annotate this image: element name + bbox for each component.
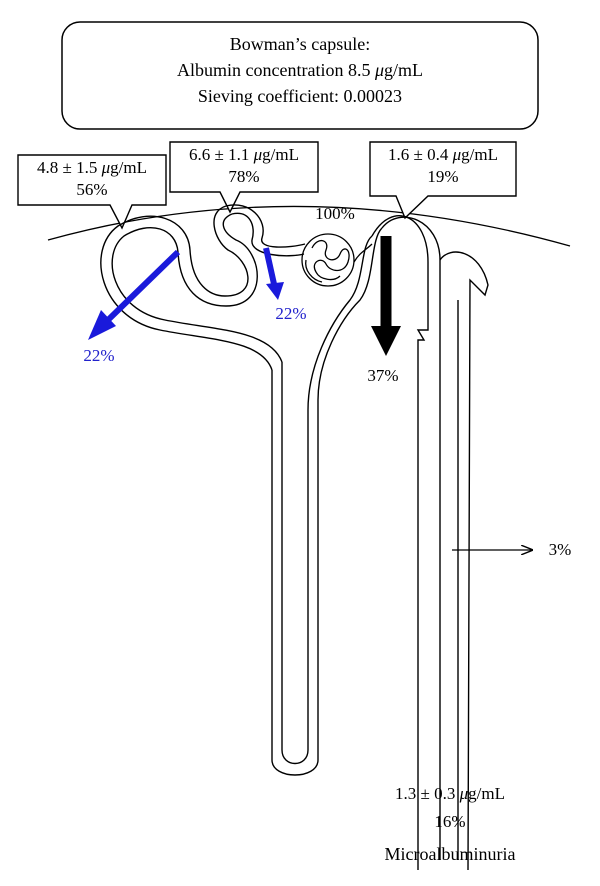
collecting-duct (371, 215, 489, 871)
glomerulus-percent: 100% (315, 204, 355, 223)
black-arrow-head (371, 326, 401, 356)
callout-1-value: 4.8 ± 1.5 μg/mL (18, 158, 166, 178)
blue-arrow-right-shaft (263, 247, 277, 285)
callout-box-3 (369, 141, 517, 220)
bottom-number: 1.3 ± 0.3 (395, 784, 460, 803)
callout-2-percent: 78% (228, 167, 260, 186)
callout-3-mu: μ (452, 145, 462, 164)
bottom-percent: 16% (434, 812, 466, 831)
callout-3-number: 1.6 ± 0.4 (388, 145, 453, 164)
callout-3-value: 1.6 ± 0.4 μg/mL (370, 145, 516, 165)
callout-box-1 (17, 154, 167, 230)
blue-arrow-right-percent: 22% (275, 304, 307, 323)
black-arrow-percent: 37% (367, 366, 399, 385)
glomerulus (301, 233, 373, 287)
callout-box-2 (169, 141, 319, 214)
callout-1-number: 4.8 ± 1.5 (37, 158, 102, 177)
header-unit-rest: g/mL (384, 60, 423, 80)
header-line-3: Sieving coefficient: 0.00023 (197, 86, 403, 106)
blue-arrow-left-shaft (105, 249, 181, 323)
header-line-2: Albumin concentration 8.5 μg/mL (62, 60, 538, 82)
blue-arrow-right-head (266, 282, 284, 300)
callout-2-number: 6.6 ± 1.1 (189, 145, 254, 164)
bottom-mu: μ (459, 784, 469, 803)
header-line-2-text: Albumin concentration 8.5 (176, 60, 375, 80)
header-unit-mu: μ (374, 60, 384, 80)
loop-of-henle (271, 227, 383, 776)
bottom-unit: g/mL (468, 784, 505, 803)
callout-1-mu: μ (101, 158, 111, 177)
callout-3-unit: g/mL (461, 145, 498, 164)
blue-arrow-left-head (88, 310, 116, 340)
side-arrow-percent: 3% (548, 540, 572, 559)
callout-2-mu: μ (253, 145, 263, 164)
callout-1-unit: g/mL (110, 158, 147, 177)
bowmans-capsule-box (61, 21, 539, 130)
proximal-tubule (100, 204, 306, 371)
callout-1-percent: 56% (76, 180, 108, 199)
callout-2-value: 6.6 ± 1.1 μg/mL (170, 145, 318, 165)
callout-3-percent: 19% (427, 167, 459, 186)
cortex-arc (47, 205, 571, 247)
callout-2-unit: g/mL (262, 145, 299, 164)
bottom-caption: Microalbuminuria (384, 844, 516, 864)
bottom-value: 1.3 ± 0.3 μg/mL (360, 784, 540, 804)
blue-arrow-left-percent: 22% (83, 346, 115, 365)
header-line-1: Bowman’s capsule: (229, 34, 371, 54)
